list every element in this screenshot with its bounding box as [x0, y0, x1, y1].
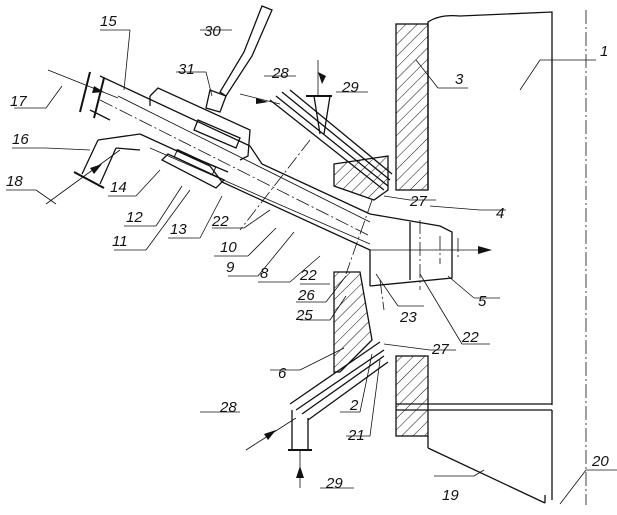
label-16: 16	[12, 131, 29, 148]
leader-lines	[6, 29, 617, 505]
label-6: 6	[278, 365, 287, 382]
nozzle-rod	[193, 5, 273, 149]
label-9: 9	[226, 259, 235, 276]
upper-lance	[239, 60, 393, 191]
label-28-b: 28	[219, 399, 237, 416]
label-5: 5	[478, 293, 487, 310]
axial-inlet-flange	[47, 69, 119, 119]
label-19: 19	[442, 487, 459, 504]
label-15: 15	[100, 13, 117, 30]
label-8: 8	[260, 265, 269, 282]
label-2: 2	[349, 397, 359, 414]
label-4: 4	[496, 205, 504, 222]
furnace-wall-lower	[395, 355, 552, 437]
label-3: 3	[455, 71, 464, 88]
label-26: 26	[297, 287, 315, 304]
label-14: 14	[110, 179, 127, 196]
label-27-a: 27	[409, 193, 427, 210]
label-21: 21	[347, 427, 365, 444]
floor-line	[427, 436, 546, 504]
part-labels: 1 2 3 4 5 6 8 9 10 11 12 13 14 15 16 17 …	[6, 13, 609, 504]
label-29-a: 29	[341, 79, 359, 96]
label-13: 13	[170, 221, 187, 238]
label-11: 11	[112, 233, 128, 250]
label-17: 17	[10, 93, 27, 110]
label-1: 1	[600, 43, 608, 60]
label-28-a: 28	[271, 65, 289, 82]
label-30: 30	[204, 23, 221, 40]
label-22-a: 22	[211, 213, 229, 230]
label-12: 12	[126, 209, 143, 226]
label-18: 18	[6, 173, 23, 190]
label-23: 23	[399, 309, 417, 326]
label-29-b: 29	[325, 475, 343, 492]
label-22-b: 22	[299, 267, 317, 284]
adjustment-sleeve	[160, 148, 229, 189]
label-25: 25	[295, 307, 313, 324]
label-10: 10	[220, 239, 237, 256]
label-31: 31	[178, 61, 195, 78]
label-27-b: 27	[431, 341, 449, 358]
refractory-block	[333, 271, 373, 373]
construction-lines	[239, 139, 459, 311]
label-22-c: 22	[461, 329, 479, 346]
lower-lance	[245, 341, 389, 488]
side-inlet-pipe	[45, 133, 141, 205]
upper-nozzle-block	[333, 155, 389, 201]
label-20: 20	[591, 453, 609, 470]
furnace-wall-upper	[395, 23, 429, 191]
